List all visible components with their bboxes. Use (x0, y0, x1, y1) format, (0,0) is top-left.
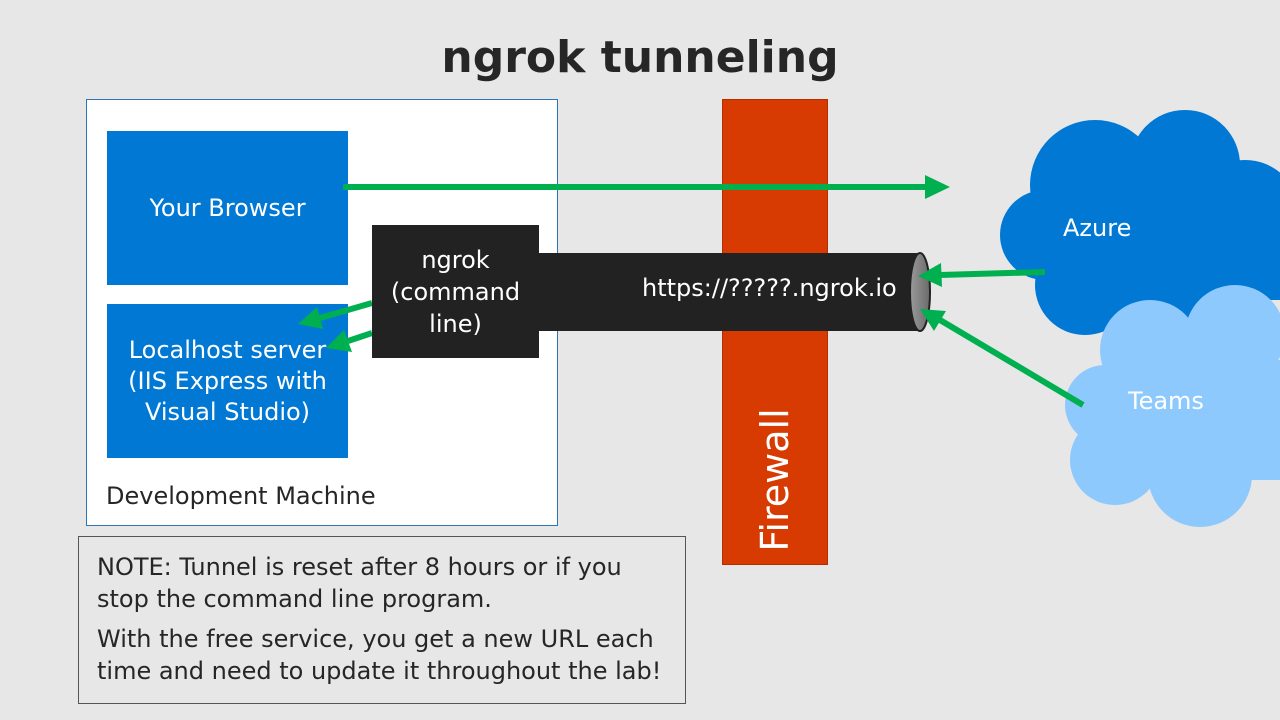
localhost-line-2: (IIS Express with (128, 366, 327, 395)
arrow-browser-to-internet (343, 175, 950, 199)
azure-cloud (1000, 110, 1280, 340)
localhost-line-3: Visual Studio) (144, 397, 311, 426)
localhost-line-1: Localhost server (128, 335, 327, 364)
azure-label: Azure (1063, 214, 1132, 242)
ngrok-label: ngrok (command line) (391, 244, 520, 340)
ngrok-line-1: ngrok (421, 245, 490, 274)
page-title: ngrok tunneling (441, 32, 839, 83)
development-machine-label: Development Machine (106, 482, 376, 510)
arrow-azure-to-tunnel (918, 263, 1046, 287)
teams-label: Teams (1128, 387, 1204, 415)
note-line-1: NOTE: Tunnel is reset after 8 hours or i… (97, 553, 622, 613)
ngrok-line-2: (command (390, 277, 521, 306)
arrow-ngrok-to-localhost-1 (298, 300, 373, 329)
localhost-server-box: Localhost server (IIS Express with Visua… (107, 304, 348, 458)
localhost-label: Localhost server (IIS Express with Visua… (128, 335, 327, 428)
browser-box: Your Browser (107, 131, 348, 285)
note-box: NOTE: Tunnel is reset after 8 hours or i… (78, 536, 686, 704)
arrow-ngrok-to-localhost-2 (326, 330, 373, 352)
ngrok-command-line-box: ngrok (command line) (372, 225, 539, 358)
tunnel-url: https://?????.ngrok.io (642, 274, 897, 302)
note-line-2: With the free service, you get a new URL… (97, 625, 662, 685)
browser-label: Your Browser (149, 194, 306, 222)
teams-cloud (1065, 285, 1280, 527)
tunnel-pipe (538, 252, 931, 332)
ngrok-line-3: line) (429, 309, 482, 338)
arrow-teams-to-tunnel (920, 309, 1085, 408)
firewall-bar (722, 99, 828, 565)
